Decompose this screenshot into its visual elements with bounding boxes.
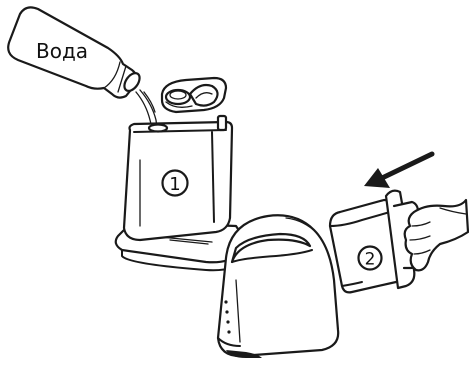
bottle-label: Вода (36, 39, 88, 63)
humidifier-base (218, 215, 338, 358)
insert-direction-arrow (364, 154, 432, 188)
water-tank-1: 1 (116, 116, 246, 270)
water-bottle: Вода (8, 7, 142, 97)
step-1-number: 1 (169, 174, 180, 195)
step-2-number: 2 (365, 250, 376, 270)
tank-lid (162, 78, 226, 112)
water-stream (136, 90, 157, 128)
